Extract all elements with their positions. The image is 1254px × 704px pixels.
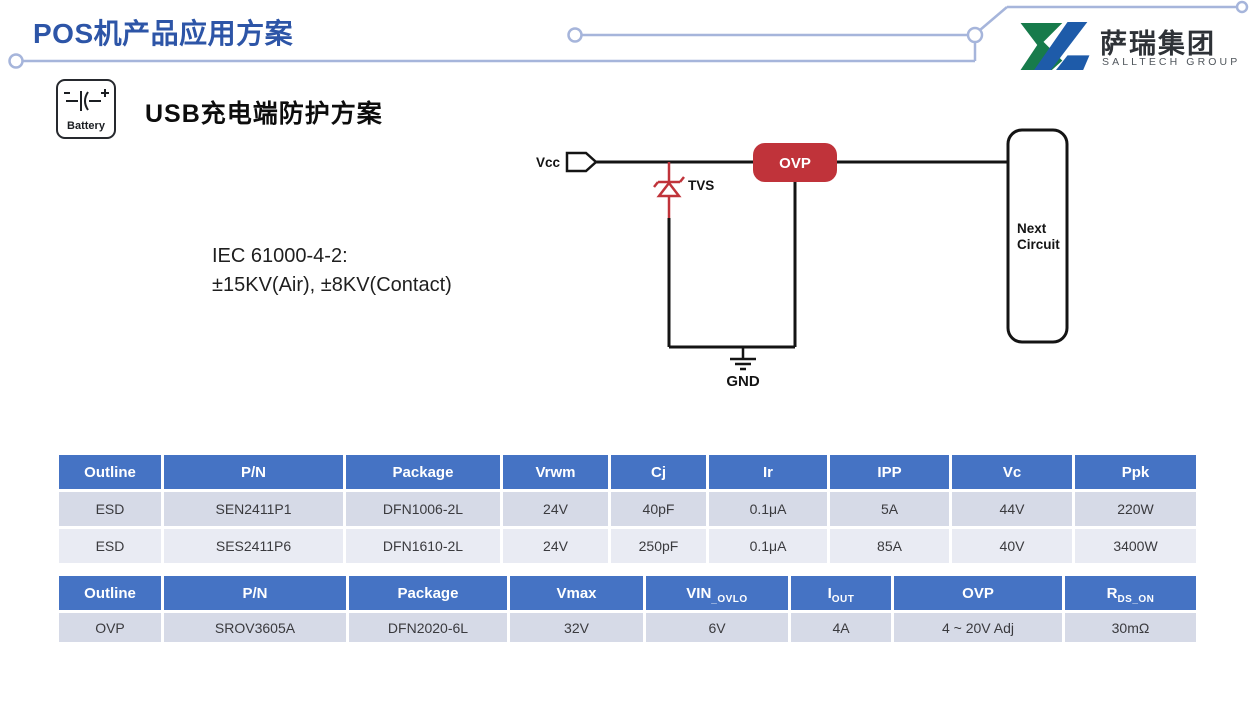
column-header: OVP (894, 576, 1062, 610)
tvs-diode-icon (653, 176, 685, 218)
tvs-label: TVS (688, 178, 714, 193)
column-header: Vc (952, 455, 1072, 489)
column-header: P/N (164, 455, 343, 489)
table-cell: DFN2020-6L (349, 613, 507, 642)
table-cell: SES2411P6 (164, 529, 343, 563)
iec-line1: IEC 61000-4-2: (212, 245, 348, 267)
table-cell: OVP (59, 613, 161, 642)
table-row: ESD SES2411P6 DFN1610-2L 24V 250pF 0.1μA… (59, 529, 1196, 563)
column-header: Ppk (1075, 455, 1196, 489)
logo-name-en: SALLTECH GROUP (1102, 56, 1241, 68)
iec-line2: ±15KV(Air), ±8KV(Contact) (212, 274, 452, 296)
column-header: Cj (611, 455, 706, 489)
logo-mark-icon (1020, 22, 1090, 70)
iec-standard-note: IEC 61000-4-2: ±15KV(Air), ±8KV(Contact) (212, 242, 452, 300)
table-row: OVP SROV3605A DFN2020-6L 32V 6V 4A 4 ~ 2… (59, 613, 1196, 642)
ovp-label: OVP (779, 155, 811, 172)
page-title: POS机产品应用方案 (33, 18, 294, 49)
table-cell: 24V (503, 529, 608, 563)
battery-icon-label: Battery (67, 120, 105, 132)
table-cell: 32V (510, 613, 643, 642)
ground-icon (730, 347, 756, 371)
column-header: Ir (709, 455, 827, 489)
table-row: ESD SEN2411P1 DFN1006-2L 24V 40pF 0.1μA … (59, 492, 1196, 526)
table-cell: 24V (503, 492, 608, 526)
column-header: RDS_ON (1065, 576, 1196, 610)
esd-table-header-row: Outline P/N Package Vrwm Cj Ir IPP Vc Pp… (59, 455, 1196, 489)
table-cell: 40pF (611, 492, 706, 526)
column-header: Package (349, 576, 507, 610)
ovp-part-table: Outline P/N Package Vmax VIN_OVLO IOUT O… (56, 573, 1199, 645)
table-cell: 220W (1075, 492, 1196, 526)
company-logo: 萨瑞集团 SALLTECH GROUP (1020, 20, 1250, 72)
table-cell: ESD (59, 492, 161, 526)
vcc-label: Vcc (536, 155, 561, 170)
esd-parts-table: Outline P/N Package Vrwm Cj Ir IPP Vc Pp… (56, 452, 1199, 566)
table-cell: ESD (59, 529, 161, 563)
column-header: Vmax (510, 576, 643, 610)
table-cell: 44V (952, 492, 1072, 526)
table-cell: 6V (646, 613, 788, 642)
table-cell: 4 ~ 20V Adj (894, 613, 1062, 642)
table-cell: DFN1006-2L (346, 492, 500, 526)
ovp-table-header-row: Outline P/N Package Vmax VIN_OVLO IOUT O… (59, 576, 1196, 610)
column-header: IOUT (791, 576, 891, 610)
table-cell: 5A (830, 492, 949, 526)
column-header: IPP (830, 455, 949, 489)
vcc-input-pin (565, 151, 598, 173)
logo-name-cn: 萨瑞集团 (1100, 29, 1216, 59)
table-cell: 4A (791, 613, 891, 642)
gnd-label: GND (726, 373, 760, 390)
table-cell: 85A (830, 529, 949, 563)
table-cell: 40V (952, 529, 1072, 563)
column-header: Outline (59, 455, 161, 489)
table-cell: SROV3605A (164, 613, 346, 642)
next-circuit-label-line1: Next (1017, 221, 1047, 236)
column-header: Outline (59, 576, 161, 610)
table-cell: SEN2411P1 (164, 492, 343, 526)
circuit-schematic: Vcc TVS OVP GND Next Circuit (536, 128, 1069, 390)
ovp-block (753, 143, 837, 182)
column-header: Package (346, 455, 500, 489)
column-header: VIN_OVLO (646, 576, 788, 610)
table-cell: 30mΩ (1065, 613, 1196, 642)
table-cell: 3400W (1075, 529, 1196, 563)
battery-icon: Battery (56, 79, 116, 139)
table-cell: 0.1μA (709, 529, 827, 563)
table-cell: 250pF (611, 529, 706, 563)
next-circuit-label-line2: Circuit (1017, 237, 1060, 252)
table-cell: 0.1μA (709, 492, 827, 526)
column-header: P/N (164, 576, 346, 610)
next-circuit-block (1006, 128, 1069, 344)
column-header: Vrwm (503, 455, 608, 489)
battery-cell-glyph (64, 89, 109, 111)
section-heading: USB充电端防护方案 (145, 100, 383, 128)
table-cell: DFN1610-2L (346, 529, 500, 563)
